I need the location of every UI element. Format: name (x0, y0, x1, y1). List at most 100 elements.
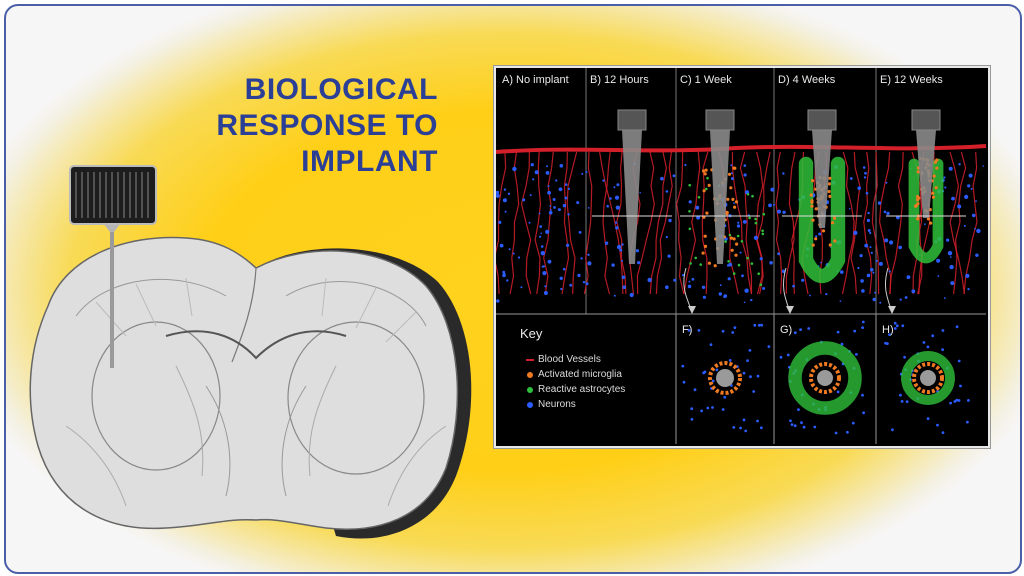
microglia-dot (811, 218, 815, 222)
neuron-dot (959, 384, 962, 388)
neuron-dot (503, 188, 507, 191)
neuron-dot (869, 231, 872, 235)
neuron-dot (502, 273, 506, 278)
neuron-dot (899, 298, 902, 301)
neuron-dot (742, 371, 746, 375)
neuron-dot (687, 284, 692, 289)
microglia-dot (931, 191, 935, 195)
neuron-dot (866, 273, 871, 278)
microglia-dot (726, 197, 730, 201)
neuron-dot (522, 198, 526, 202)
neuron-dot (950, 281, 955, 286)
neuron-dot (637, 261, 641, 265)
neuron-dot (635, 249, 639, 253)
neuron-dot (547, 190, 551, 195)
neuron-dot (911, 289, 916, 294)
astrocyte-dot (748, 216, 751, 220)
neuron-dot (863, 176, 867, 179)
neuron-dot (820, 261, 822, 264)
neuron-dot (723, 295, 726, 299)
neuron-dot (809, 294, 811, 297)
neuron-dot (616, 183, 620, 187)
neuron-dot (757, 323, 761, 327)
probe-shank (916, 130, 936, 218)
neuron-dot (864, 171, 867, 175)
blood-vessel (520, 151, 532, 295)
neuron-dot (538, 212, 541, 215)
microglia-dot (809, 193, 813, 197)
neuron-dot (870, 251, 873, 254)
neuron-dot (569, 283, 573, 287)
neuron-dot (506, 279, 509, 282)
neuron-dot (976, 228, 981, 234)
neuron-dot (582, 281, 586, 284)
neuron-dot (891, 428, 894, 432)
blood-vessel (655, 151, 673, 295)
neuron-dot (742, 418, 746, 422)
neuron-dot (975, 200, 977, 203)
neuron-dot (851, 421, 855, 425)
neuron-dot (616, 244, 622, 250)
microglia-dot (831, 221, 835, 225)
neuron-dot (667, 254, 671, 258)
neuron-dot (893, 321, 897, 325)
neuron-dot (539, 225, 542, 228)
neuron-dot (697, 329, 701, 332)
neuron-dot (542, 265, 545, 268)
microglia-dot (934, 186, 938, 190)
figure-canvas (496, 68, 987, 444)
neuron-dot (744, 288, 749, 293)
neuron-dot (744, 429, 748, 433)
blood-vessel (963, 151, 978, 295)
neuron-dot (861, 320, 865, 324)
neuron-dot (721, 329, 725, 333)
neuron-dot (769, 261, 773, 265)
neuron-dot (673, 278, 677, 282)
neuron-dot (801, 278, 805, 282)
neuron-dot (606, 204, 609, 208)
astrocyte-dot (757, 272, 760, 275)
neuron-dot (621, 275, 626, 280)
neuron-dot (857, 186, 861, 190)
neuron-dot (762, 287, 766, 290)
neuron-dot (615, 205, 620, 210)
blood-vessel (739, 151, 753, 295)
neuron-dot (742, 220, 747, 224)
microglia-dot (734, 253, 738, 257)
microglia-dot (729, 236, 733, 240)
neuron-dot (690, 407, 694, 411)
neuron-dot (512, 252, 515, 255)
neuron-dot (585, 170, 588, 174)
neuron-dot (587, 253, 590, 256)
neuron-dot (749, 375, 752, 379)
blood-vessel (636, 151, 655, 295)
blood-vessel (599, 151, 624, 295)
neuron-dot (711, 406, 714, 409)
neuron-dot (807, 327, 811, 330)
neuron-dot (549, 205, 552, 207)
microglia-dot (702, 189, 706, 193)
neuron-dot (957, 204, 962, 209)
neuron-dot (660, 176, 664, 181)
neuron-dot (937, 275, 940, 277)
cross-section-label-h: H) (882, 324, 894, 336)
panel-label-d: D) 4 Weeks (778, 74, 836, 86)
astrocyte-dot (699, 263, 702, 266)
neuron-dot (767, 345, 771, 348)
neuron-dot (665, 235, 668, 239)
surface-blood-vessel (496, 144, 987, 154)
neuron-dot (861, 289, 865, 293)
blood-vessel (871, 151, 880, 295)
microglia-dot (821, 229, 826, 233)
neuron-dot (613, 294, 616, 297)
astrocyte-dot (689, 262, 692, 265)
title-line-1: BIOLOGICAL (244, 73, 438, 106)
neuron-dot (530, 163, 534, 167)
neuron-dot (564, 183, 568, 186)
neuron-dot (949, 264, 954, 270)
neuron-dot (581, 172, 584, 175)
microglia-dot (735, 242, 739, 246)
blood-vessel (509, 151, 520, 295)
neuron-dot (702, 295, 706, 299)
microglia-dot (811, 179, 815, 183)
